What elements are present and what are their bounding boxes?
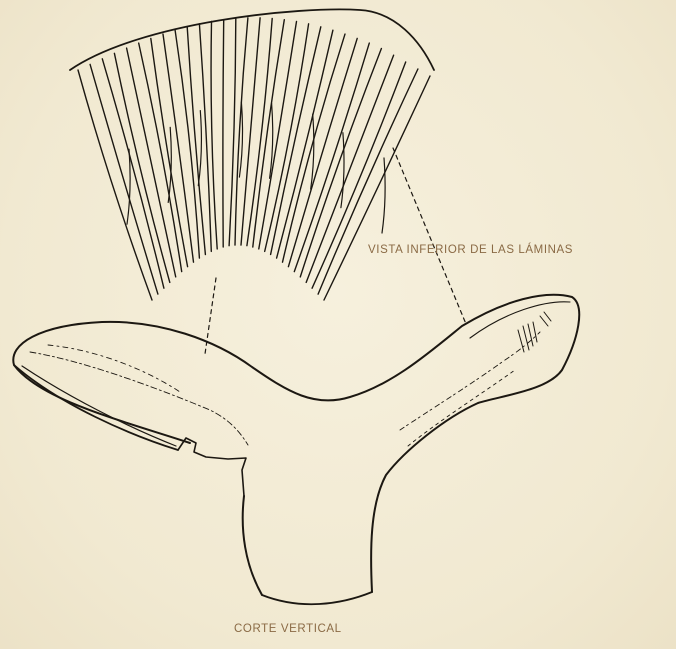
gill-line (300, 49, 381, 277)
cap-upper-outline (13, 295, 579, 592)
flesh-texture-right-2 (408, 370, 515, 446)
stem-base (262, 592, 372, 604)
gill-line (259, 22, 297, 249)
label-vertical-section: CORTE VERTICAL (234, 623, 342, 635)
gill-line (211, 22, 217, 249)
gill-line (318, 69, 418, 294)
gill-line (102, 59, 164, 288)
label-underside-view: VISTA INFERIOR DE LAS LÁMINAS (368, 244, 573, 256)
vertical-section-view (13, 295, 579, 604)
cap-inner-rim-right (470, 302, 570, 338)
gill-line (324, 76, 430, 300)
torn-flesh-edge (178, 438, 246, 496)
gill-line-short (341, 133, 344, 208)
projection-line-right (393, 148, 466, 324)
gill-line-short (311, 114, 314, 189)
gill-line (235, 18, 248, 245)
cap-inner-rim-left (22, 366, 176, 446)
flesh-texture-left-2 (48, 345, 180, 392)
gill-line-short (127, 149, 130, 224)
gill-line (139, 43, 182, 272)
gill-line (223, 20, 224, 247)
flesh-texture-right (400, 332, 540, 430)
cap-rim-edge (70, 9, 434, 70)
gill-line (229, 18, 236, 245)
stem-left-outline (243, 496, 262, 595)
cap-tip-hatching (518, 312, 551, 352)
gill-line (127, 48, 176, 277)
gill-line (114, 53, 169, 282)
gill-line-short (382, 158, 385, 233)
gill-lines (78, 18, 430, 300)
gills-underside-view (70, 9, 434, 300)
